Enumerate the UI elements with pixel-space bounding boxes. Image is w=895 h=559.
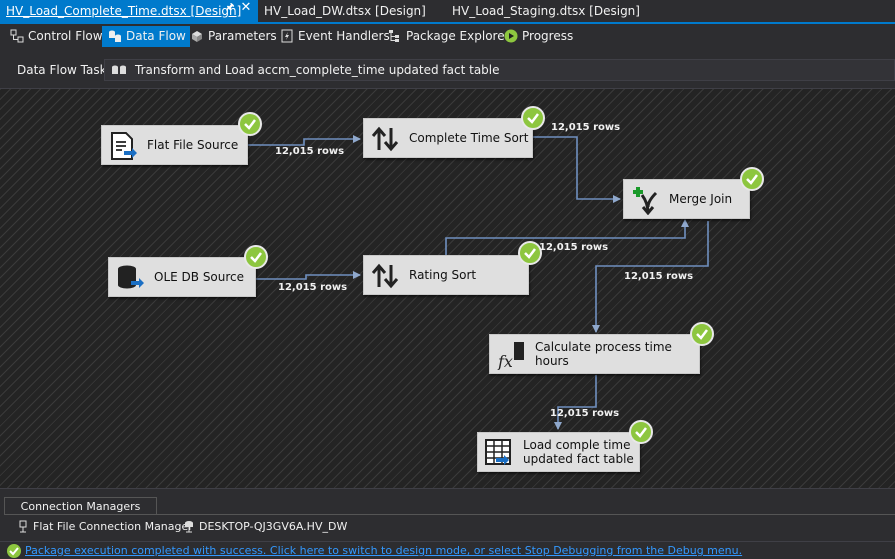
tab-connection-managers[interactable]: Connection Managers: [4, 497, 157, 515]
row-count-label: 12,015 rows: [550, 408, 620, 419]
ole-db-source-icon: [118, 265, 144, 289]
row-count-label: 12,015 rows: [551, 122, 621, 133]
flat-file-source[interactable]: Flat File Source: [101, 125, 248, 165]
control-flow-icon: [10, 29, 24, 43]
connection-label: DESKTOP-QJ3GV6A.HV_DW: [199, 520, 348, 533]
component-label: Complete Time Sort: [409, 131, 529, 145]
tab-data-flow[interactable]: Data Flow: [102, 26, 190, 47]
tab-hv-load-staging[interactable]: HV_Load_Staging.dtsx [Design]: [448, 0, 648, 22]
tab-parameters[interactable]: Parameters: [184, 26, 281, 47]
event-handlers-icon: [281, 29, 293, 43]
success-check-icon: [238, 112, 262, 136]
row-count-label: 12,015 rows: [278, 282, 348, 293]
component-label: OLE DB Source: [154, 270, 245, 284]
data-flow-task-row: Data Flow Task: Transform and Load accm_…: [0, 55, 895, 83]
rating-sort[interactable]: Rating Sort: [363, 255, 529, 295]
connection-managers-panel: Connection Managers Flat File Connection…: [0, 488, 895, 540]
merge-join-icon: [633, 187, 658, 215]
tab-hv-load-dw[interactable]: HV_Load_DW.dtsx [Design]: [258, 0, 448, 22]
ole-db-source[interactable]: OLE DB Source: [108, 257, 256, 297]
path-flat-to-sort: [248, 135, 361, 146]
tab-label: Package Explorer: [406, 29, 510, 43]
status-bar: Package execution completed with success…: [0, 541, 895, 559]
success-status-icon: [7, 544, 21, 558]
tab-control-flow[interactable]: Control Flow: [4, 26, 107, 47]
tab-event-handlers[interactable]: Event Handlers: [274, 26, 394, 47]
component-label-line-2: updated fact table: [523, 452, 634, 466]
path-sort-to-merge: [531, 136, 621, 203]
parameters-icon: [192, 31, 202, 42]
tab-label: HV_Load_Complete_Time.dtsx [Design]: [6, 4, 242, 18]
tab-label: Parameters: [208, 29, 277, 43]
component-label: Flat File Source: [147, 138, 239, 152]
flat-file-connection-icon: [19, 520, 27, 533]
sort-icon: [371, 126, 399, 152]
tab-accent-line: [0, 22, 895, 24]
component-label: Rating Sort: [409, 268, 477, 282]
tab-package-explorer[interactable]: Package Explorer: [382, 26, 514, 47]
row-count-label: 12,015 rows: [539, 242, 609, 253]
data-flow-icon: [109, 30, 121, 42]
switch-to-design-mode-link[interactable]: Package execution completed with success…: [25, 544, 743, 557]
data-flow-task-icon: [112, 65, 126, 74]
complete-time-sort[interactable]: Complete Time Sort: [363, 118, 533, 158]
component-label: Load comple time updated fact table: [523, 433, 634, 471]
divider: [4, 514, 895, 515]
connection-label: Flat File Connection Manager: [33, 520, 193, 533]
merge-join[interactable]: Merge Join: [623, 179, 750, 219]
component-label: Merge Join: [669, 192, 733, 206]
path-ole-to-sort: [256, 271, 361, 280]
path-merge-to-calc: [592, 221, 709, 333]
success-check-icon: [629, 420, 653, 444]
svg-text:fx: fx: [497, 352, 513, 370]
row-count-label: 12,015 rows: [624, 271, 694, 282]
database-connection-icon: [185, 521, 193, 533]
connection-hv-dw[interactable]: DESKTOP-QJ3GV6A.HV_DW: [183, 520, 347, 533]
data-flow-task-value: Transform and Load accm_complete_time up…: [135, 63, 500, 77]
calculate-process-time-hours[interactable]: fx Calculate process time hours: [489, 334, 700, 374]
data-flow-canvas[interactable]: Flat File Source Complete Time Sort Merg…: [0, 88, 895, 488]
package-explorer-icon: [389, 30, 399, 42]
path-calc-to-load: [554, 375, 597, 430]
tab-label: Data Flow: [126, 29, 186, 43]
progress-icon: [504, 29, 518, 43]
success-check-icon: [244, 245, 268, 269]
success-check-icon: [521, 106, 545, 130]
data-flow-task-select[interactable]: Transform and Load accm_complete_time up…: [104, 59, 895, 81]
ole-db-destination-icon: [485, 439, 511, 465]
load-complete-time-destination[interactable]: Load comple time updated fact table: [477, 432, 640, 472]
designer-tab-bar: Control Flow Data Flow Parameters Event …: [0, 24, 895, 48]
tab-progress[interactable]: Progress: [498, 26, 577, 47]
derived-column-icon: fx: [497, 342, 524, 370]
data-flow-task-label: Data Flow Task:: [17, 63, 111, 77]
connection-flat-file[interactable]: Flat File Connection Manager: [17, 520, 193, 533]
success-check-icon: [518, 241, 542, 265]
path-rating-to-merge: [445, 219, 689, 255]
row-count-label: 12,015 rows: [275, 146, 345, 157]
tab-label: Progress: [522, 29, 574, 43]
tab-hv-load-complete-time[interactable]: HV_Load_Complete_Time.dtsx [Design]: [0, 0, 258, 22]
close-icon[interactable]: ✕: [240, 0, 252, 15]
flat-file-source-icon: [111, 132, 137, 160]
component-label-line-1: Load comple time: [523, 438, 631, 452]
component-label: Calculate process time hours: [535, 340, 672, 368]
data-path-layer: [248, 135, 709, 430]
success-check-icon: [740, 167, 764, 191]
pin-icon[interactable]: 🖈: [225, 2, 235, 13]
sort-icon: [371, 263, 399, 289]
tab-label: Event Handlers: [298, 29, 390, 43]
tab-label: Control Flow: [28, 29, 103, 43]
tab-label: HV_Load_Staging.dtsx [Design]: [452, 4, 640, 18]
success-check-icon: [690, 322, 714, 346]
tab-label: HV_Load_DW.dtsx [Design]: [264, 4, 426, 18]
document-tab-strip: HV_Load_Complete_Time.dtsx [Design] 🖈 ✕ …: [0, 0, 895, 22]
